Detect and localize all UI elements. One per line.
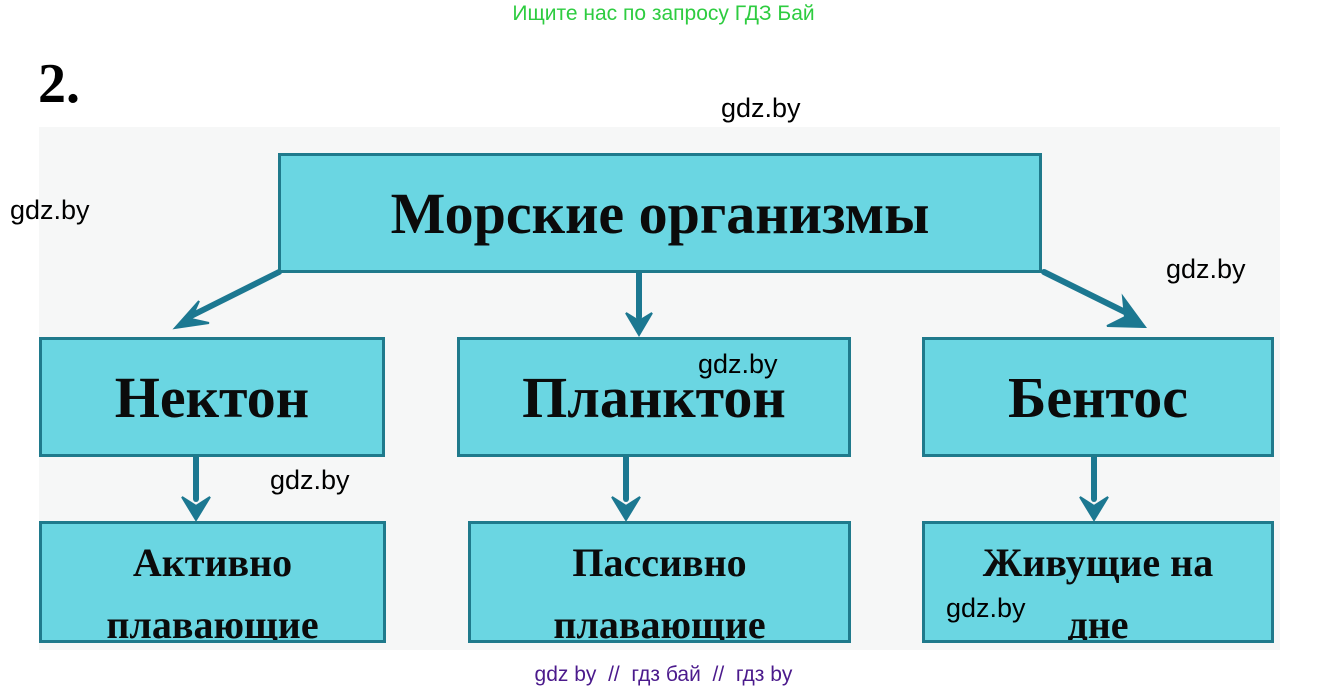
- arrowhead-icon: [625, 312, 653, 337]
- watermark: gdz.by: [10, 195, 90, 225]
- category-label: Нектон: [114, 364, 310, 430]
- description-line: дне: [1067, 602, 1129, 643]
- watermark: gdz.by: [270, 465, 350, 495]
- watermark: gdz.by: [946, 593, 1026, 623]
- arrowhead-icon: [1106, 293, 1148, 329]
- arrowhead-icon: [172, 300, 210, 330]
- search-hint-banner: Ищите нас по запросу ГДЗ Бай: [512, 2, 815, 25]
- footer-links-text: gdz by // гдз бай // гдз by: [534, 663, 793, 686]
- arrow-root-to-nekton: [186, 269, 282, 320]
- arrow-root-to-bentos: [1041, 269, 1132, 317]
- description-line: Активно: [132, 540, 293, 585]
- category-node-bentos: Бентос: [922, 337, 1274, 457]
- category-label: Бентос: [1008, 364, 1188, 430]
- watermark: gdz.by: [1166, 254, 1246, 284]
- task-number: 2.: [38, 53, 80, 115]
- category-node-nekton: Нектон: [39, 337, 385, 457]
- arrowhead-icon: [1079, 496, 1109, 522]
- watermark: gdz.by: [721, 93, 801, 123]
- watermark: gdz.by: [698, 349, 778, 379]
- arrowhead-icon: [181, 496, 211, 522]
- description-line: Пассивно: [572, 540, 747, 585]
- description-line: плавающие: [553, 602, 766, 643]
- description-node-nekton: Активно плавающие: [39, 521, 386, 643]
- root-node-label: Морские организмы: [390, 180, 930, 246]
- arrowhead-icon: [611, 496, 641, 522]
- category-label: Планктон: [522, 364, 786, 430]
- description-node-bentos: Живущие на дне: [922, 521, 1274, 643]
- description-line: плавающие: [106, 602, 319, 643]
- connector-arrows: [172, 269, 1148, 522]
- category-node-plankton: Планктон: [457, 337, 851, 457]
- marine-organisms-diagram: Морские организмы Нектон Планктон Бентос…: [39, 127, 1280, 650]
- root-node-marine-organisms: Морские организмы: [278, 153, 1042, 273]
- description-line: Живущие на: [982, 540, 1214, 585]
- description-node-plankton: Пассивно плавающие: [468, 521, 851, 643]
